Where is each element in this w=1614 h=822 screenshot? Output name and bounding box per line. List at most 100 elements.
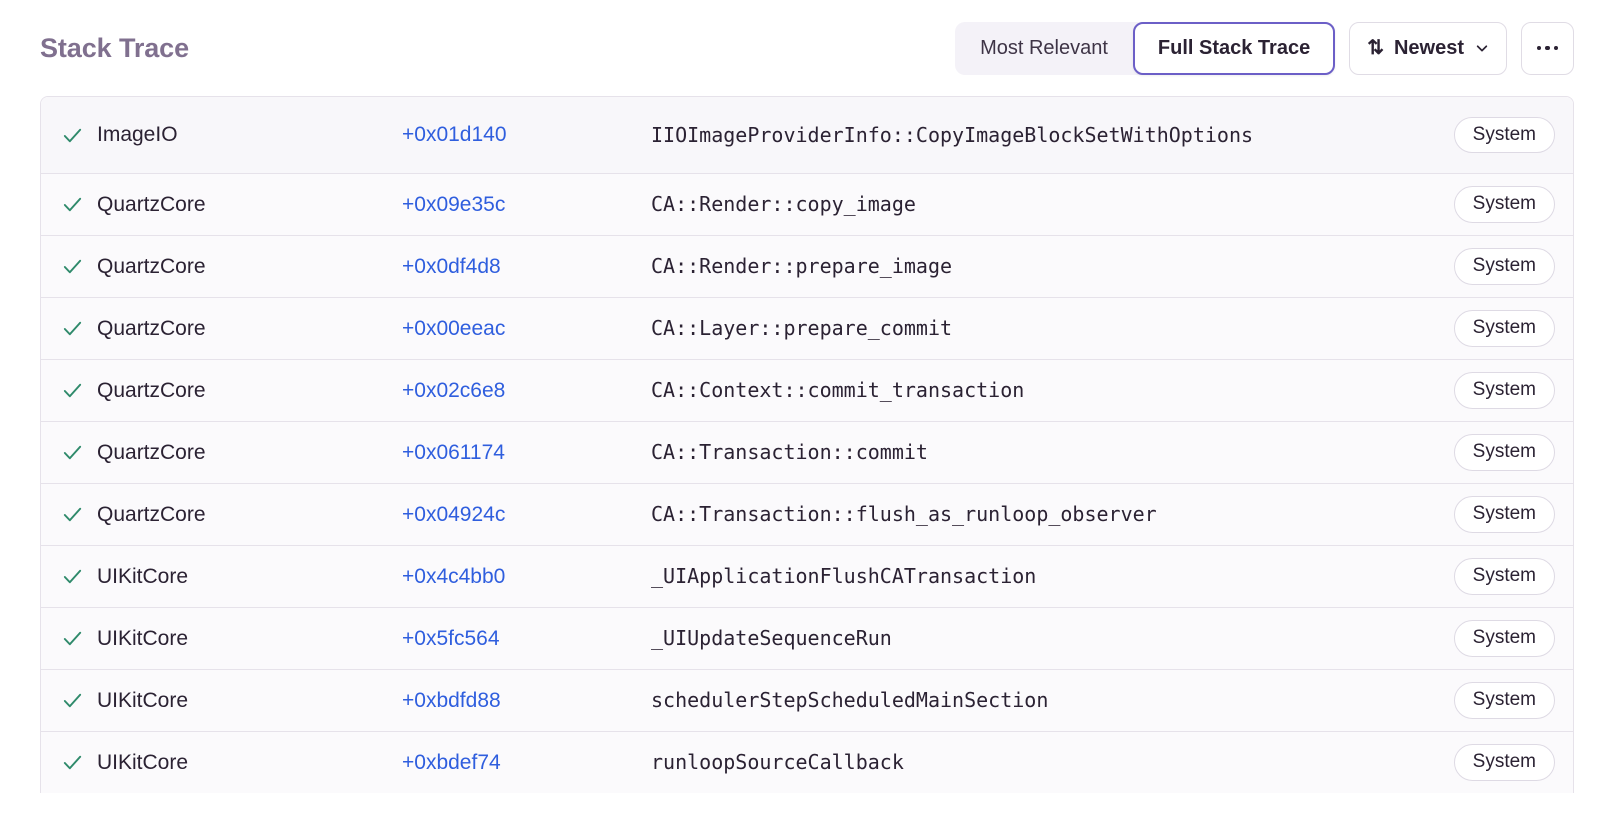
frame-module: QuartzCore: [97, 502, 206, 526]
checkmark-icon: [61, 124, 84, 147]
frame-function-name: CA::Render::copy_image: [651, 192, 916, 216]
frame-function-name: CA::Transaction::commit: [651, 440, 928, 464]
table-row[interactable]: QuartzCore +0x02c6e8 CA::Context::commit_t…: [41, 359, 1573, 421]
panel-header: Stack Trace Most Relevant Full Stack Tra…: [0, 0, 1614, 96]
frame-status-cell: [61, 379, 97, 402]
stack-trace-list: ImageIO +0x01d140 IIOImageProviderInfo::Co…: [40, 96, 1574, 793]
frame-offset-link[interactable]: +0x01d140: [402, 123, 507, 146]
frame-origin-cell: System: [1453, 620, 1555, 657]
tab-full-stack-trace[interactable]: Full Stack Trace: [1132, 21, 1336, 75]
frame-status-cell: [61, 255, 97, 278]
tab-most-relevant[interactable]: Most Relevant: [955, 22, 1133, 75]
frame-origin-cell: System: [1453, 558, 1555, 595]
frame-module: QuartzCore: [97, 254, 206, 278]
status-badge: System: [1453, 116, 1555, 154]
checkmark-icon: [61, 503, 84, 526]
frame-origin-cell: System: [1453, 372, 1555, 409]
frame-origin-cell: System: [1453, 186, 1555, 223]
frame-module: QuartzCore: [97, 378, 206, 402]
frame-function-name: _UIUpdateSequenceRun: [651, 626, 892, 650]
frame-module: UIKitCore: [97, 564, 189, 588]
status-badge: System: [1453, 310, 1555, 347]
checkmark-icon: [61, 565, 84, 588]
checkmark-icon: [61, 317, 84, 340]
frame-offset-link[interactable]: +0xbdef74: [402, 750, 501, 774]
frame-status-cell: [61, 751, 97, 774]
status-badge: System: [1453, 248, 1555, 285]
checkmark-icon: [61, 751, 84, 774]
checkmark-icon: [61, 193, 84, 216]
frame-status-cell: [61, 565, 97, 588]
table-row[interactable]: QuartzCore +0x061174 CA::Transaction::comm…: [41, 421, 1573, 483]
frame-module: QuartzCore: [97, 440, 206, 464]
status-badge: System: [1453, 496, 1555, 533]
frame-offset-link[interactable]: +0x00eeac: [402, 316, 506, 340]
frame-offset-link[interactable]: +0x04924c: [402, 502, 506, 526]
frame-status-cell: [61, 441, 97, 464]
frame-status-cell: [61, 193, 97, 216]
table-row[interactable]: UIKitCore +0xbdef74 runloopSourceCallback S…: [41, 731, 1573, 793]
frame-status-cell: [61, 689, 97, 712]
chevron-down-icon: [1475, 41, 1489, 55]
frame-status-cell: [61, 317, 97, 340]
frame-function-name: CA::Context::commit_transaction: [651, 378, 1025, 402]
frame-status-cell: [61, 627, 97, 650]
more-options-button[interactable]: [1521, 21, 1574, 75]
status-badge: System: [1453, 620, 1555, 657]
table-row[interactable]: UIKitCore +0xbdfd88 schedulerStepScheduled…: [41, 669, 1573, 731]
frame-offset-link[interactable]: +0x09e35c: [402, 192, 506, 216]
frame-module: QuartzCore: [97, 316, 206, 340]
frame-function-name: CA::Render::prepare_image: [651, 254, 953, 278]
table-row[interactable]: QuartzCore +0x0df4d8 CA::Render::prepare_i…: [41, 235, 1573, 297]
checkmark-icon: [61, 255, 84, 278]
status-badge: System: [1453, 682, 1555, 719]
frame-module: ImageIO: [97, 123, 178, 146]
page-title: Stack Trace: [40, 32, 190, 63]
table-row[interactable]: UIKitCore +0x4c4bb0 _UIApplicationFlushCAT…: [41, 545, 1573, 607]
checkmark-icon: [61, 379, 84, 402]
frame-status-cell: [61, 124, 97, 147]
frame-offset-link[interactable]: +0x4c4bb0: [402, 564, 506, 588]
frame-function-name: CA::Transaction::flush_as_runloop_observ…: [651, 502, 1157, 526]
frame-offset-link[interactable]: +0xbdfd88: [402, 688, 501, 712]
frame-origin-cell: System: [1453, 310, 1555, 347]
frame-function-name: schedulerStepScheduledMainSection: [651, 688, 1049, 712]
checkmark-icon: [61, 627, 84, 650]
table-row[interactable]: QuartzCore +0x00eeac CA::Layer::prepare_co…: [41, 297, 1573, 359]
frame-status-cell: [61, 503, 97, 526]
frame-module: UIKitCore: [97, 626, 189, 650]
frame-origin-cell: System: [1453, 434, 1555, 471]
ellipsis-icon: [1536, 45, 1559, 51]
sort-arrows-icon: ⇅: [1367, 37, 1384, 59]
header-actions: Most Relevant Full Stack Trace ⇅ Newest: [955, 21, 1574, 75]
frame-function-name: IIOImageProviderInfo::CopyImageBlockSetW…: [651, 122, 1254, 147]
checkmark-icon: [61, 441, 84, 464]
status-badge: System: [1453, 744, 1555, 781]
frame-origin-cell: System: [1453, 116, 1555, 154]
table-row[interactable]: QuartzCore +0x04924c CA::Transaction::flus…: [41, 483, 1573, 545]
frame-offset-link[interactable]: +0x02c6e8: [402, 378, 506, 402]
status-badge: System: [1453, 372, 1555, 409]
frame-module: UIKitCore: [97, 688, 189, 712]
status-badge: System: [1453, 558, 1555, 595]
frame-origin-cell: System: [1453, 248, 1555, 285]
table-row[interactable]: UIKitCore +0x5fc564 _UIUpdateSequenceRun Sy…: [41, 607, 1573, 669]
status-badge: System: [1453, 186, 1555, 223]
frame-function-name: CA::Layer::prepare_commit: [651, 316, 953, 340]
stack-trace-view-toggle[interactable]: Most Relevant Full Stack Trace: [955, 21, 1336, 75]
checkmark-icon: [61, 689, 84, 712]
frame-origin-cell: System: [1453, 682, 1555, 719]
table-row[interactable]: ImageIO +0x01d140 IIOImageProviderInfo::Co…: [41, 97, 1573, 173]
frame-function-name: _UIApplicationFlushCATransaction: [651, 564, 1037, 588]
frame-origin-cell: System: [1453, 744, 1555, 781]
frame-offset-link[interactable]: +0x061174: [402, 440, 505, 464]
frame-offset-link[interactable]: +0x0df4d8: [402, 254, 501, 278]
frame-offset-link[interactable]: +0x5fc564: [402, 626, 500, 650]
frame-module: UIKitCore: [97, 750, 189, 774]
sort-dropdown-label: Newest: [1393, 36, 1464, 59]
frame-function-name: runloopSourceCallback: [651, 750, 904, 774]
sort-dropdown[interactable]: ⇅ Newest: [1349, 21, 1507, 75]
status-badge: System: [1453, 434, 1555, 471]
